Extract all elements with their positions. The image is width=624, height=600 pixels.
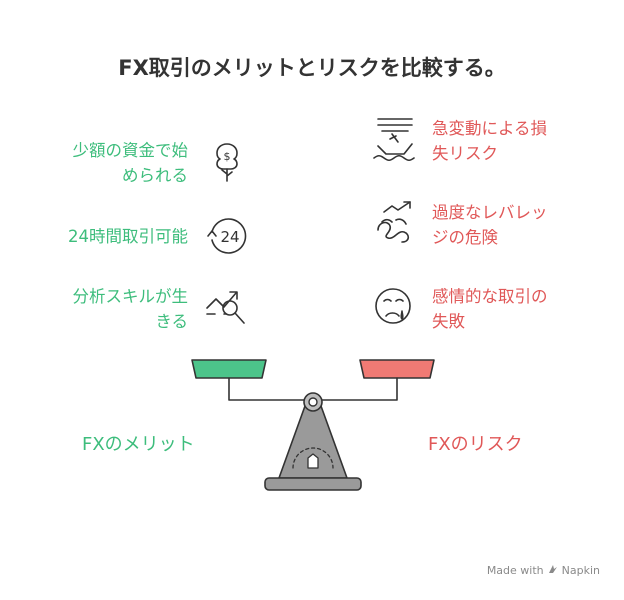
rollercoaster-icon [372, 198, 418, 244]
risk-item-2-line2: ジの危険 [432, 228, 498, 247]
merit-item-3: 分析スキルが生 きる [73, 284, 189, 334]
merit-item-1-line2: められる [122, 166, 188, 185]
clock-24-icon: 24 [204, 212, 250, 258]
chart-magnifier-icon [204, 284, 250, 330]
sinking-ship-icon [372, 116, 418, 162]
page-title: FX取引のメリットとリスクを比較する。 [118, 56, 506, 80]
balance-scale [190, 358, 440, 498]
risk-item-1-line2: 失リスク [432, 144, 498, 163]
napkin-logo-icon [548, 564, 558, 577]
merit-label: FXのメリット [82, 434, 195, 455]
risk-label: FXのリスク [428, 434, 523, 455]
risk-item-2-line1: 過度なレバレッ [432, 203, 548, 222]
svg-text:$: $ [224, 150, 231, 163]
merit-item-1: 少額の資金で始 められる [73, 138, 189, 188]
risk-pan [359, 359, 435, 379]
merit-item-3-line2: きる [155, 312, 188, 331]
merit-pan [191, 359, 267, 379]
merit-item-2: 24時間取引可能 [68, 224, 188, 249]
risk-item-1: 急変動による損 失リスク [432, 116, 547, 166]
risk-item-3: 感情的な取引の 失敗 [432, 284, 548, 334]
risk-item-3-line1: 感情的な取引の [432, 287, 548, 306]
svg-text:24: 24 [220, 228, 239, 246]
risk-item-2: 過度なレバレッ ジの危険 [432, 200, 548, 250]
merit-item-2-line1: 24時間取引可能 [68, 227, 188, 246]
footer-credit: Made with Napkin [487, 564, 600, 577]
merit-item-3-line1: 分析スキルが生 [72, 287, 189, 306]
merit-item-1-line1: 少額の資金で始 [72, 141, 189, 160]
footer-brand: Napkin [561, 564, 600, 577]
footer-text: Made with [486, 564, 544, 577]
money-tree-icon: $ [204, 138, 250, 184]
risk-item-3-line2: 失敗 [432, 312, 465, 331]
sad-face-icon [372, 284, 418, 330]
risk-item-1-line1: 急変動による損 [432, 119, 548, 138]
